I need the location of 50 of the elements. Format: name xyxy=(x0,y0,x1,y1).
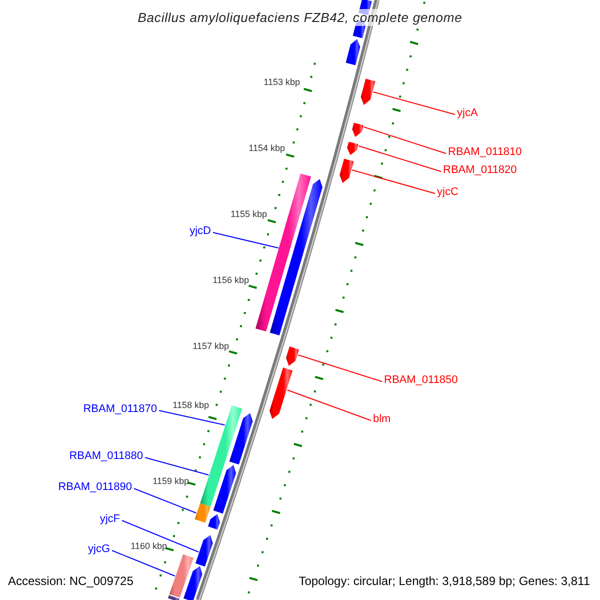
scale-label: 1156 kbp xyxy=(212,275,249,286)
leader-line xyxy=(158,410,226,426)
gene-label: RBAM_011890 xyxy=(58,481,132,494)
gene-block xyxy=(270,368,293,419)
leader-line xyxy=(122,520,200,552)
scale-label: 1158 kbp xyxy=(172,400,209,411)
gene-label: blm xyxy=(373,413,391,426)
leader-line xyxy=(286,390,372,421)
gene-bar xyxy=(168,595,180,600)
leader-line xyxy=(352,170,436,194)
leader-line xyxy=(144,457,210,476)
gene-label: RBAM_011870 xyxy=(83,403,157,416)
gene-label: RBAM_011820 xyxy=(443,164,517,177)
scale-label: 1159 kbp xyxy=(152,476,189,487)
leader-line xyxy=(112,550,176,576)
gene-label: yjcD xyxy=(190,225,211,238)
gene-block xyxy=(286,346,300,366)
gene-block xyxy=(229,413,253,464)
gene-block xyxy=(196,535,213,567)
gene-block xyxy=(340,158,354,183)
gene-block xyxy=(360,78,376,105)
gene-label: RBAM_011850 xyxy=(384,374,458,387)
gene-block xyxy=(184,566,202,600)
scale-label: 1157 kbp xyxy=(192,341,229,352)
genome-info-text: Topology: circular; Length: 3,918,589 bp; Genes: 3,811 xyxy=(298,574,590,589)
gene-label: RBAM_011810 xyxy=(448,146,522,159)
leader-line xyxy=(363,126,446,154)
scale-label: 1153 kbp xyxy=(264,77,300,88)
scale-label: 1160 kbp xyxy=(130,541,167,552)
accession-text: Accession: NC_009725 xyxy=(8,574,134,589)
gene-block xyxy=(213,465,236,514)
leader-line xyxy=(134,488,197,514)
gene-block xyxy=(208,514,220,530)
gene-label: yjcA xyxy=(457,107,478,120)
gene-label: RBAM_011880 xyxy=(69,450,143,463)
scale-label: 1155 kbp xyxy=(230,209,267,220)
gene-label: yjcC xyxy=(437,186,458,199)
gene-block xyxy=(346,39,360,66)
leader-line xyxy=(298,354,382,382)
gene-label: yjcF xyxy=(100,513,120,526)
leader-line xyxy=(212,232,280,248)
leader-line xyxy=(372,92,456,115)
leader-line xyxy=(358,146,442,172)
gene-block xyxy=(352,122,364,137)
gene-bar xyxy=(194,503,211,523)
gene-block xyxy=(347,142,358,155)
gene-block xyxy=(270,179,322,336)
gene-label: yjcG xyxy=(88,543,110,556)
scale-label: 1154 kbp xyxy=(248,143,285,154)
gene-bar xyxy=(169,554,194,598)
